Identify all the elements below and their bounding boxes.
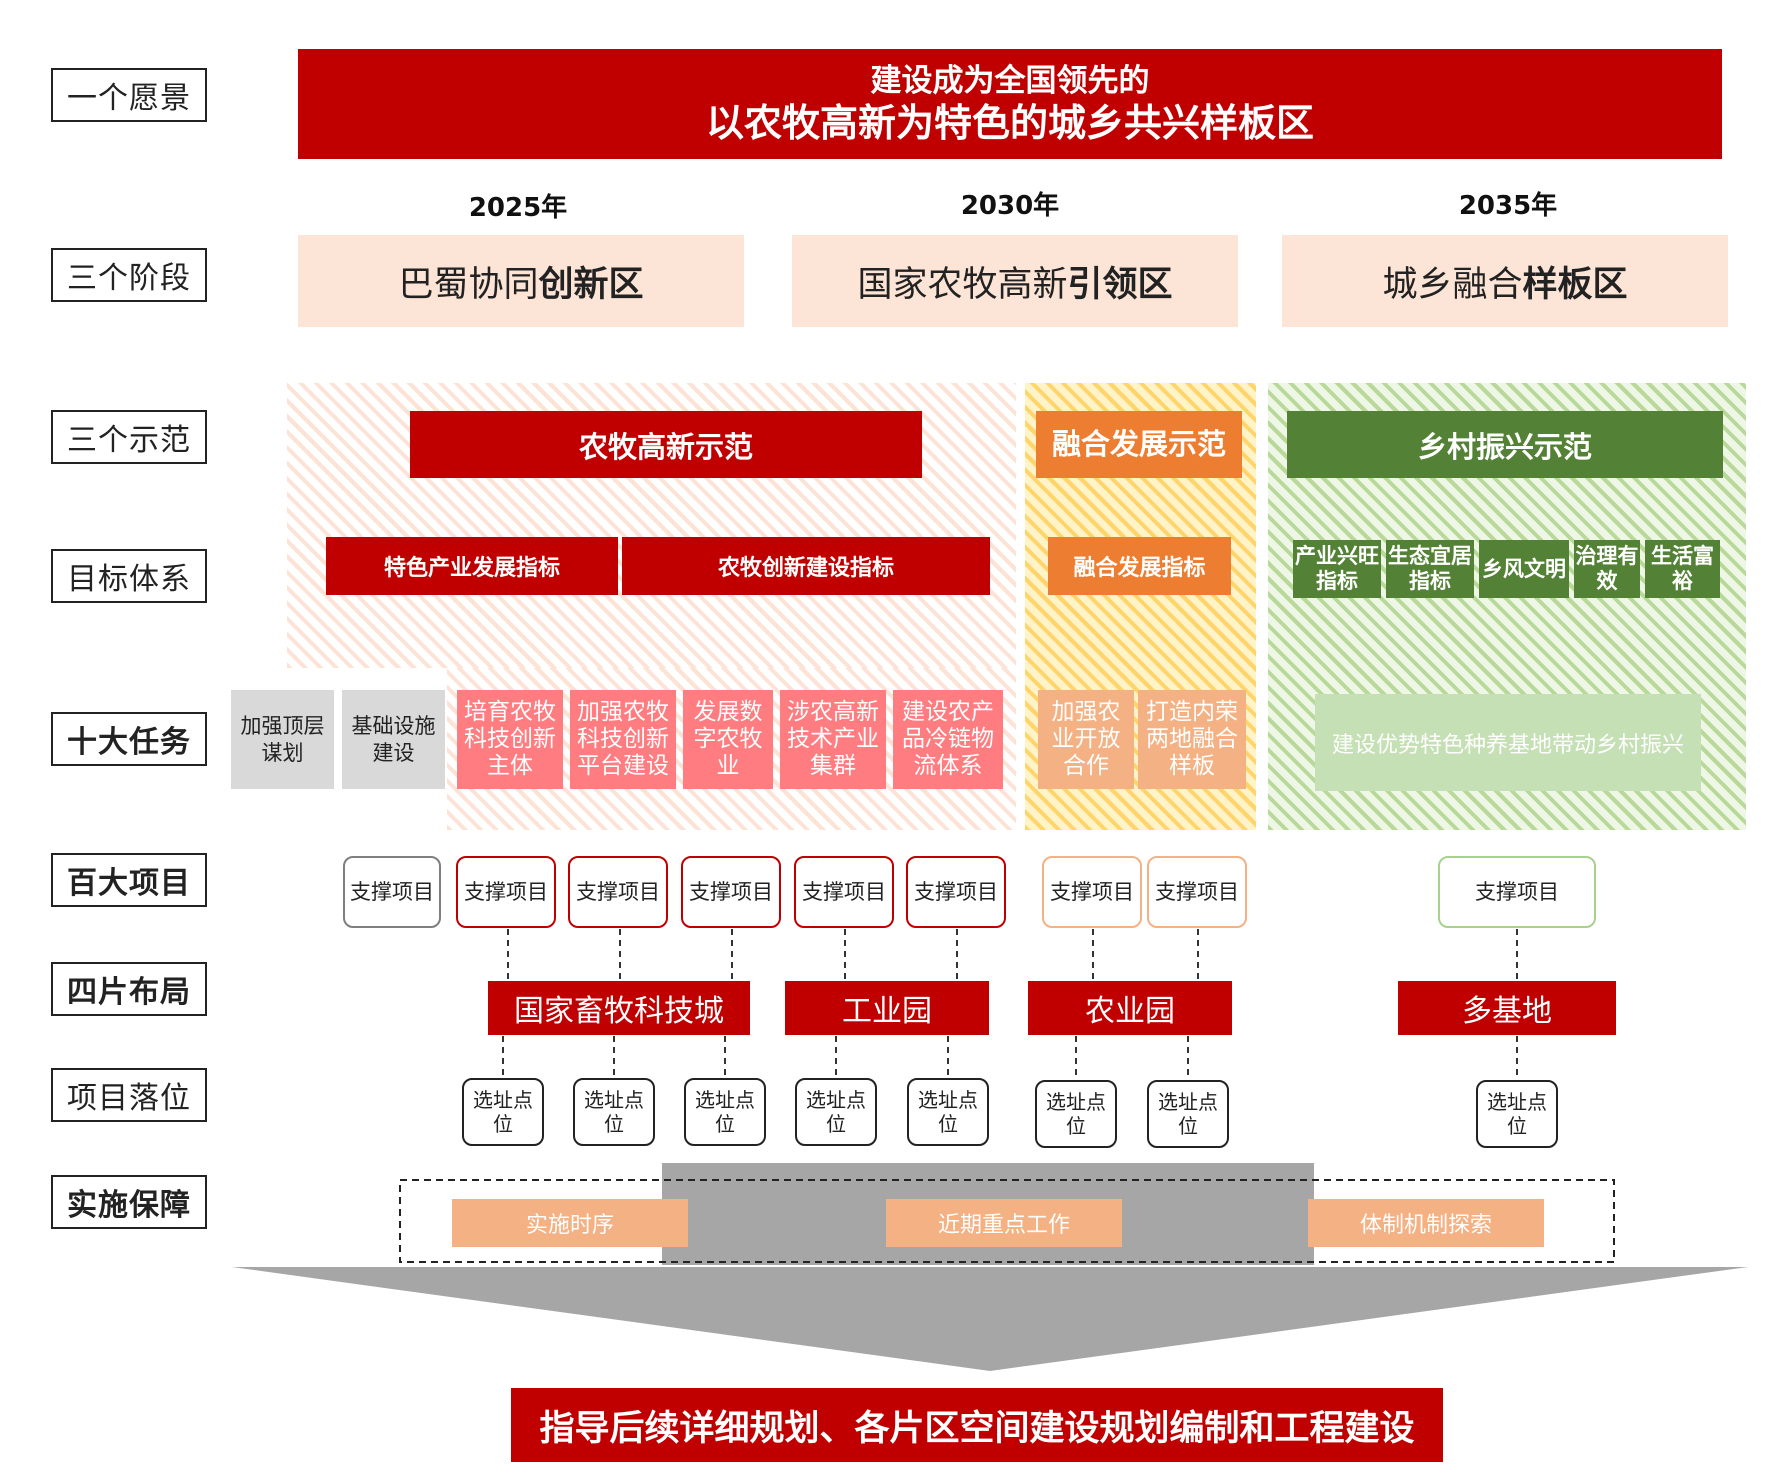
task-innovation-platform: 加强农牧科技创新平台建设 (570, 690, 676, 789)
project-card-7: 支撑项目 (1042, 856, 1142, 928)
demo-rural-revitalization: 乡村振兴示范 (1287, 411, 1723, 478)
site-card-4: 选址点位 (795, 1078, 877, 1146)
bottom-guidance-banner: 指导后续详细规划、各片区空间建设规划编制和工程建设 (511, 1388, 1443, 1462)
task-infrastructure: 基础设施建设 (342, 690, 445, 789)
zone-industrial-park: 工业园 (785, 981, 989, 1035)
stage-3-emphasis: 样板区 (1522, 264, 1628, 305)
row-label-targets: 目标体系 (51, 549, 207, 603)
zone-agricultural-park: 农业园 (1028, 981, 1232, 1035)
stage-2-prefix: 国家农牧高新 (857, 264, 1068, 305)
demo-integration: 融合发展示范 (1036, 411, 1242, 478)
row-label-guarantee: 实施保障 (51, 1175, 207, 1229)
year-2030: 2030年 (960, 190, 1060, 221)
project-card-5: 支撑项目 (794, 856, 894, 928)
stage-3: 城乡融合样板区 (1282, 235, 1728, 327)
guarantee-near-term: 近期重点工作 (886, 1199, 1122, 1247)
stage-1: 巴蜀协同创新区 (298, 235, 744, 327)
project-card-9: 支撑项目 (1438, 856, 1596, 928)
site-card-6: 选址点位 (1035, 1080, 1117, 1148)
project-card-1: 支撑项目 (343, 856, 441, 928)
guarantee-timing: 实施时序 (452, 1199, 688, 1247)
site-card-7: 选址点位 (1147, 1080, 1229, 1148)
site-card-8: 选址点位 (1476, 1080, 1558, 1148)
project-card-2: 支撑项目 (456, 856, 556, 928)
project-card-8: 支撑项目 (1147, 856, 1247, 928)
target-feature-industry: 特色产业发展指标 (326, 537, 618, 595)
target-civilized-custom: 乡风文明 (1479, 540, 1569, 598)
row-label-demos: 三个示范 (51, 410, 207, 464)
task-rural-base: 建设优势特色种养基地带动乡村振兴 (1315, 694, 1701, 791)
project-card-3: 支撑项目 (568, 856, 668, 928)
target-industry-prosperity: 产业兴旺指标 (1293, 540, 1381, 598)
target-innovation-building: 农牧创新建设指标 (622, 537, 990, 595)
row-label-layout: 四片布局 (51, 962, 207, 1016)
target-integration: 融合发展指标 (1048, 537, 1231, 595)
year-2035: 2035年 (1458, 190, 1558, 221)
project-card-6: 支撑项目 (906, 856, 1006, 928)
target-effective-governance: 治理有效 (1574, 540, 1640, 598)
site-card-1: 选址点位 (462, 1078, 544, 1146)
vision-line-2: 以农牧高新为特色的城乡共兴样板区 (705, 101, 1314, 145)
target-ecological-livability: 生态宜居指标 (1386, 540, 1474, 598)
zone-livestock-science-city: 国家畜牧科技城 (488, 981, 750, 1035)
vision-line-1: 建设成为全国领先的 (870, 63, 1150, 99)
guarantee-dashed-frame (399, 1179, 1615, 1263)
stage-2-emphasis: 引领区 (1067, 264, 1173, 305)
year-2025: 2025年 (468, 192, 568, 223)
stage-3-prefix: 城乡融合 (1382, 264, 1523, 305)
stage-1-emphasis: 创新区 (538, 264, 644, 305)
task-neirong-model: 打造内荣两地融合样板 (1138, 690, 1246, 789)
row-label-tasks: 十大任务 (51, 712, 207, 766)
site-card-2: 选址点位 (573, 1078, 655, 1146)
target-affluent-life: 生活富裕 (1645, 540, 1720, 598)
project-card-4: 支撑项目 (681, 856, 781, 928)
site-card-3: 选址点位 (684, 1078, 766, 1146)
zone-multi-base: 多基地 (1398, 981, 1616, 1035)
guarantee-institution: 体制机制探索 (1308, 1199, 1544, 1247)
demo-agri-hightech: 农牧高新示范 (410, 411, 922, 478)
task-digital-agri: 发展数字农牧业 (683, 690, 773, 789)
row-label-vision: 一个愿景 (51, 68, 207, 122)
task-innovation-subject: 培育农牧科技创新主体 (457, 690, 563, 789)
stage-1-prefix: 巴蜀协同 (398, 264, 539, 305)
row-label-sites: 项目落位 (51, 1068, 207, 1122)
down-arrow-shape (232, 1267, 1748, 1371)
site-card-5: 选址点位 (907, 1078, 989, 1146)
stage-2: 国家农牧高新引领区 (792, 235, 1238, 327)
task-open-cooperation: 加强农业开放合作 (1038, 690, 1134, 789)
task-top-planning: 加强顶层谋划 (231, 690, 334, 789)
row-label-projects: 百大项目 (51, 853, 207, 907)
row-label-stages: 三个阶段 (51, 248, 207, 302)
vision-banner: 建设成为全国领先的 以农牧高新为特色的城乡共兴样板区 (298, 49, 1722, 159)
task-cold-chain: 建设农产品冷链物流体系 (893, 690, 1003, 789)
task-hightech-cluster: 涉农高新技术产业集群 (780, 690, 886, 789)
